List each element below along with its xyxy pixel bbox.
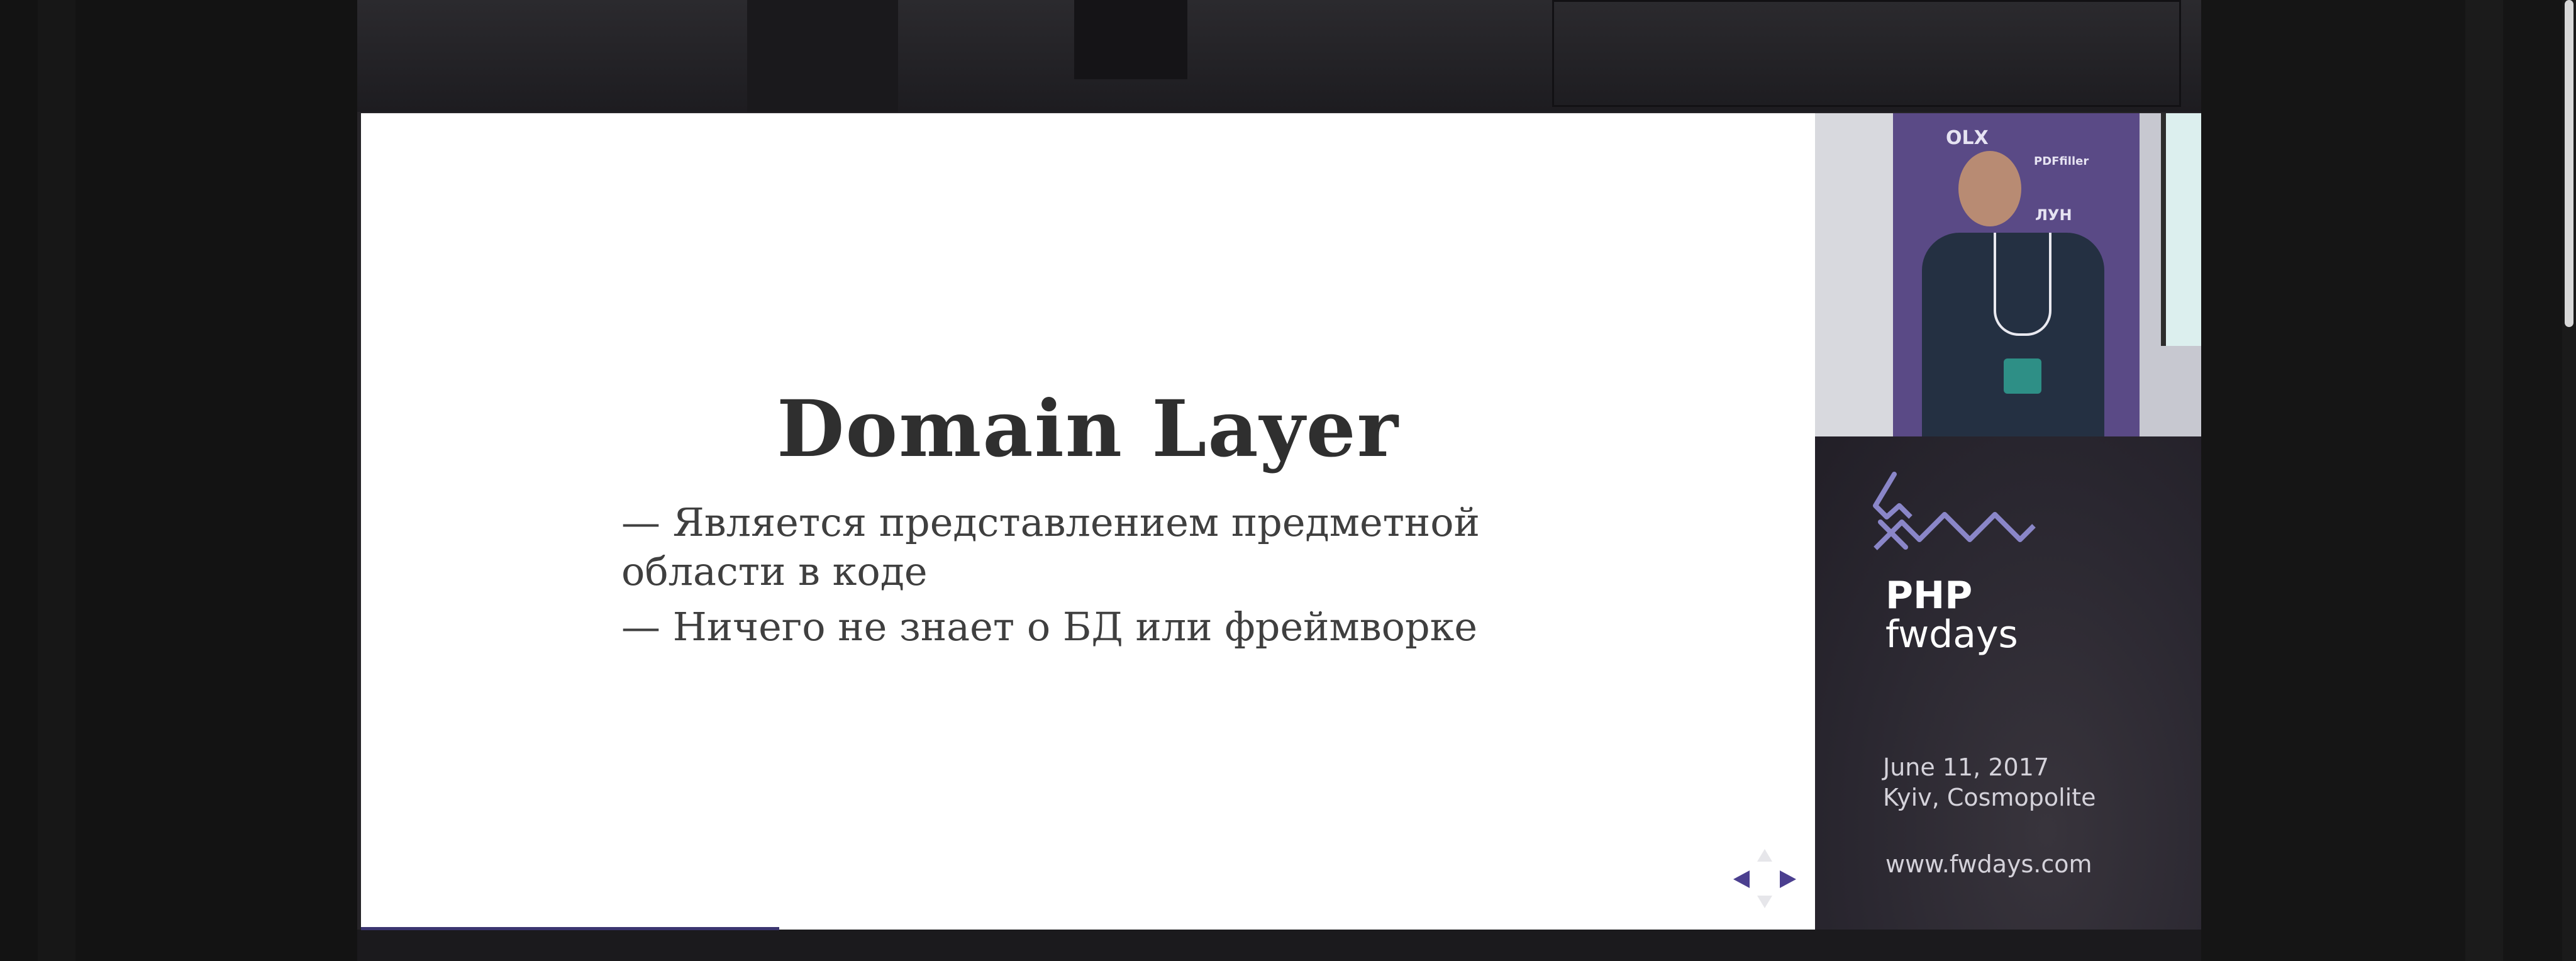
- nav-up-icon[interactable]: [1757, 849, 1772, 862]
- audience-background: [1815, 436, 2201, 930]
- stage-speaker-box: [1074, 0, 1187, 79]
- slide-bullet: — Является представлением предметной обл…: [621, 499, 1480, 594]
- left-margin: [0, 0, 357, 961]
- fwdays-logo-icon: [1873, 472, 2036, 550]
- sponsor-logo: ЛУН: [2035, 206, 2072, 224]
- nav-prev-icon[interactable]: [1733, 870, 1750, 888]
- speaker-lanyard: [1994, 233, 2051, 336]
- stage-band: [357, 0, 2201, 112]
- video-wall: [1815, 113, 1897, 436]
- slide-bullet: — Ничего не знает о БД или фреймворке: [621, 604, 1478, 650]
- sponsor-logo: PDFfiller: [2034, 155, 2089, 168]
- brand-fwdays: fwdays: [1885, 613, 2018, 657]
- slide-progress-bar: [361, 927, 779, 930]
- page-scrollbar[interactable]: [2562, 0, 2576, 961]
- right-margin-stripe: [2465, 0, 2503, 961]
- right-margin: [2201, 0, 2562, 961]
- event-date: June 11, 2017: [1883, 753, 2050, 781]
- nav-down-icon[interactable]: [1757, 896, 1772, 908]
- left-margin-stripe: [38, 0, 75, 961]
- stage-speaker-left: [747, 0, 898, 112]
- speaker-video: OLX PDFfiller ЛУН: [1815, 113, 2201, 436]
- video-window: [2161, 113, 2201, 346]
- presentation-slide: Domain Layer — Является представлением п…: [361, 113, 1815, 930]
- sponsor-logo: OLX: [1946, 127, 1989, 149]
- slide-bullets: — Является представлением предметной обл…: [621, 498, 1565, 658]
- brand-php: PHP: [1885, 574, 1973, 618]
- event-location: Kyiv, Cosmopolite: [1883, 784, 2096, 811]
- speaker-head: [1958, 151, 2021, 226]
- stage-screen-frame: [1552, 0, 2181, 107]
- scrollbar-thumb[interactable]: [2565, 0, 2573, 327]
- nav-next-icon[interactable]: [1780, 870, 1796, 888]
- speaker-badge: [2004, 358, 2041, 394]
- audience-strip: [357, 930, 2201, 961]
- slide-navigation: [1729, 844, 1799, 913]
- event-url[interactable]: www.fwdays.com: [1885, 850, 2092, 878]
- slide-title: Domain Layer: [776, 384, 1400, 475]
- event-info-panel: PHP fwdays June 11, 2017 Kyiv, Cosmopoli…: [1815, 436, 2201, 930]
